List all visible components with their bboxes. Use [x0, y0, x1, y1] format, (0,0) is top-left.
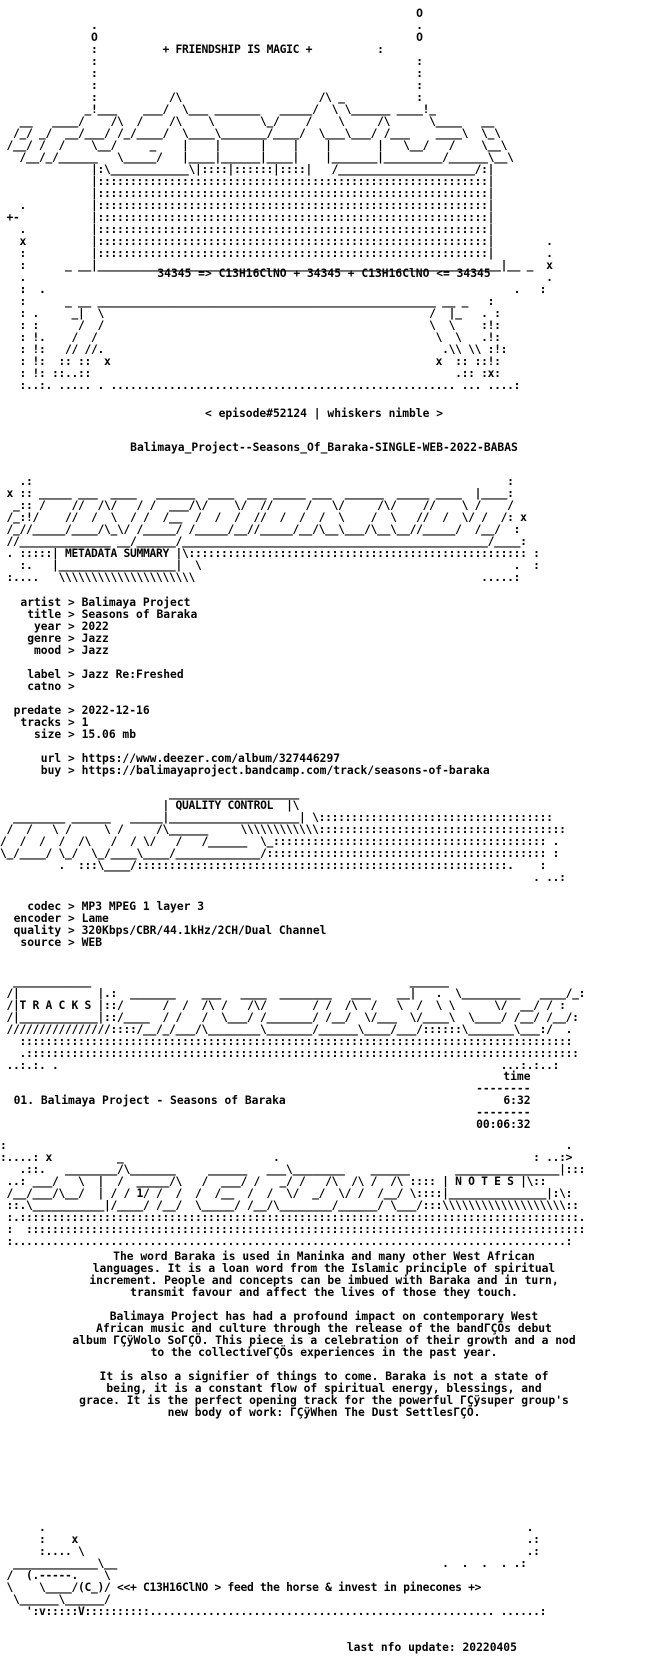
time-header-row: time: [0, 1071, 531, 1083]
footer-art: . . : x .: :.... \: [6, 1521, 547, 1618]
time-divider: --------: [0, 1082, 531, 1095]
quality-title: QUALITY CONTROL: [175, 799, 274, 812]
metadata-row-artist: artist > Balimaya Project: [0, 596, 191, 609]
formula-line: 34345 => C13H16ClNO + 34345 + C13H16ClNO…: [157, 267, 491, 280]
metadata-row-mood: mood > Jazz: [0, 644, 109, 657]
total-time: 00:06:32: [476, 1118, 531, 1131]
release-name: Balimaya_Project--Seasons_Of_Baraka-SING…: [130, 441, 518, 454]
quality-row-source: source > WEB: [0, 936, 103, 949]
notes-body: The word Baraka is used in Maninka and m…: [0, 1251, 648, 1419]
metadata-row-catno: catno >: [0, 680, 82, 693]
notes-paragraph-3: It is also a signifier of things to come…: [79, 1370, 569, 1419]
metadata-title: METADATA SUMMARY: [65, 547, 170, 560]
tracks-header-art: ____________ ______ /| |.: _______ ___ _…: [6, 975, 586, 1072]
time-header: time: [503, 1070, 531, 1083]
last-update: last nfo update: 20220405: [346, 1641, 517, 1654]
bandcamp-link[interactable]: https://balimayaproject.bandcamp.com/tra…: [81, 764, 490, 777]
notes-paragraph-2: Balimaya Project has had a profound impa…: [72, 1310, 576, 1359]
track-row[interactable]: 01. Balimaya Project - Seasons of Baraka…: [0, 1095, 531, 1107]
track-time: 6:32: [503, 1094, 531, 1107]
notes-paragraph-1: The word Baraka is used in Maninka and m…: [89, 1250, 559, 1299]
metadata-summary: artist > Balimaya Project title > Season…: [0, 597, 490, 777]
metadata-row-tracks: tracks > 1: [0, 716, 89, 729]
track-number: 01.: [13, 1094, 35, 1107]
metadata-row-url: url > https://www.deezer.com/album/32744…: [0, 752, 341, 765]
total-time-row: 00:06:32: [0, 1119, 531, 1131]
episode-line: < episode#52124 | whiskers nimble >: [204, 407, 444, 420]
notes-header-art: : . :....: x _ . : ..:> .::. ________/\_…: [0, 1139, 586, 1248]
metadata-row-title: title > Seasons of Baraka: [0, 608, 198, 621]
metadata-row-buy: buy > https://balimayaproject.bandcamp.c…: [0, 764, 490, 777]
metadata-row-label: label > Jazz Re:Freshed: [0, 668, 184, 681]
footer-tagline: <<+ C13H16ClNO > feed the horse & invest…: [117, 1581, 482, 1594]
metadata-row-predate: predate > 2022-12-16: [0, 704, 150, 717]
last-update-row: last nfo update: 20220405: [0, 1642, 517, 1654]
tracks-title: T R A C K S: [19, 999, 92, 1012]
notes-title: N O T E S: [455, 1175, 514, 1188]
metadata-row-genre: genre > Jazz: [0, 632, 109, 645]
metadata-row-year: year > 2022: [0, 620, 109, 633]
quality-row-codec: codec > MP3 MPEG 1 layer 3: [0, 900, 205, 913]
quality-row-encoder: encoder > Lame: [0, 912, 109, 925]
header-castle-art: O . . O O : + FRIENDSHIP IS MAGIC + :: [6, 7, 553, 296]
total-divider: --------: [0, 1106, 531, 1119]
metadata-row-size: size > 15.06 mb: [0, 728, 137, 741]
track-list: time -------- 01. Balimaya Project - Sea…: [0, 1071, 531, 1131]
metadata-header-art: .: : x :: _____ ___ ____ ______ ____ ___…: [6, 475, 540, 584]
deezer-link[interactable]: https://www.deezer.com/album/327446297: [81, 752, 341, 765]
banner-text: + FRIENDSHIP IS MAGIC +: [162, 43, 313, 56]
quality-header-art: ____________________ | QUALITY CONTROL |…: [0, 787, 566, 884]
track-title: Balimaya Project - Seasons of Baraka: [40, 1094, 286, 1107]
quality-row-quality: quality > 320Kbps/CBR/44.1kHz/2CH/Dual C…: [0, 924, 327, 937]
header-base-art: : . . : : _ __ _________________________…: [19, 283, 547, 392]
quality-summary: codec > MP3 MPEG 1 layer 3 encoder > Lam…: [0, 900, 327, 949]
